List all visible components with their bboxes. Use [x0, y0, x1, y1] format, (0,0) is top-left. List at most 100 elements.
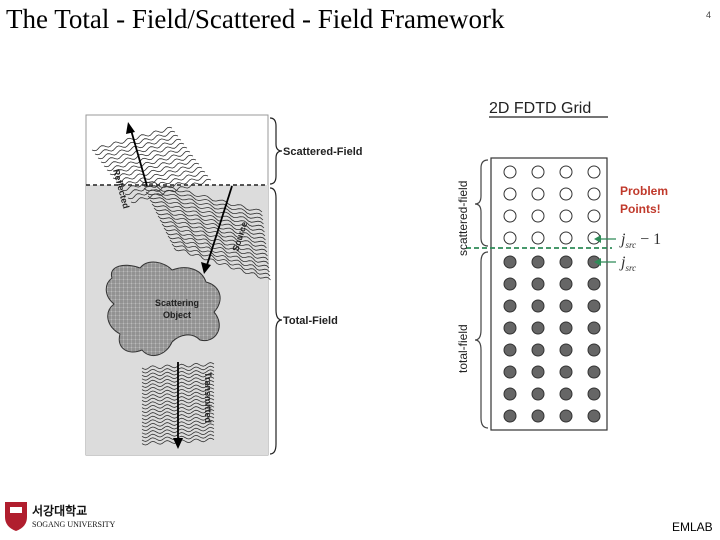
- total-field-grid-point: [559, 409, 573, 423]
- page-number: 4: [706, 10, 712, 20]
- emlab-footer: EMLAB: [672, 520, 713, 534]
- total-field-grid-point: [503, 365, 517, 379]
- total-field-grid-point: [503, 255, 517, 269]
- scattered-field-grid-point: [587, 165, 601, 179]
- source-wave-front: [151, 203, 266, 237]
- sogang-logo: 서강대학교 SOGANG UNIVERSITY: [5, 502, 116, 531]
- total-field-grid-point: [559, 255, 573, 269]
- lower-point-arrow: [594, 258, 616, 266]
- source-wave-front: [153, 207, 266, 241]
- transmitted-arrow: [173, 362, 183, 449]
- reflected-wave-front: [100, 138, 182, 164]
- source-wave-front: [165, 231, 269, 265]
- total-field-grid-point: [559, 343, 573, 357]
- total-field-grid-point: [531, 321, 545, 335]
- total-field-brace: [269, 187, 283, 455]
- reflected-waves: [91, 126, 212, 204]
- source-wave-front: [141, 183, 263, 217]
- scattered-field-grid-point: [531, 231, 545, 245]
- total-field-grid-point: [503, 299, 517, 313]
- reflected-arrow: [126, 122, 148, 187]
- total-field-grid-point: [531, 299, 545, 313]
- source-wave-front: [149, 199, 265, 233]
- grid-points: [503, 165, 601, 423]
- total-field-grid-point: [587, 409, 601, 423]
- scattered-field-label: Scattered-Field: [283, 146, 362, 158]
- problem-points-line2: Points!: [620, 202, 661, 216]
- reflected-wave-front: [130, 178, 212, 204]
- scattered-field-grid-point: [503, 187, 517, 201]
- reflected-wave-front: [97, 134, 179, 160]
- total-field-grid-point: [587, 365, 601, 379]
- scattered-field-grid-point: [559, 209, 573, 223]
- total-field-grid-point: [531, 255, 545, 269]
- scattered-field-grid-point: [531, 165, 545, 179]
- total-field-grid-point: [587, 343, 601, 357]
- scattered-field-brace: [269, 117, 283, 185]
- total-field-grid-point: [559, 365, 573, 379]
- scattered-field-grid-point: [503, 165, 517, 179]
- source-wave-front: [155, 211, 267, 245]
- scattered-field-grid-point: [503, 209, 517, 223]
- scattered-field-grid-point: [559, 165, 573, 179]
- logo-korean-name: 서강대학교: [32, 503, 87, 518]
- total-field-grid-point: [531, 409, 545, 423]
- reflected-wave-front: [109, 150, 191, 176]
- reflected-wave-front: [127, 174, 209, 200]
- total-field-grid-point: [503, 409, 517, 423]
- source-waves: [139, 179, 271, 281]
- scattered-field-grid-point: [587, 209, 601, 223]
- upper-point-label: jsrc − 1: [619, 231, 661, 250]
- source-wave-front: [173, 247, 271, 281]
- source-wave-front: [157, 215, 267, 249]
- total-field-grid-point: [559, 387, 573, 401]
- source-wave-front: [159, 219, 268, 253]
- total-field-grid-point: [587, 321, 601, 335]
- source-wave-front: [167, 235, 270, 269]
- tfsf-diagram: Scattering Object Reflected Source Trans…: [85, 114, 362, 456]
- fdtd-grid-diagram: 2D FDTD Grid scattered-field total-field…: [456, 100, 668, 431]
- total-field-grid-point: [587, 277, 601, 291]
- total-field-grid-point: [503, 387, 517, 401]
- total-field-grid-point: [503, 321, 517, 335]
- scattered-field-grid-point: [503, 231, 517, 245]
- total-field-grid-point: [531, 387, 545, 401]
- scattering-object: [105, 261, 221, 357]
- scattered-field-grid-point: [559, 231, 573, 245]
- source-wave-front: [171, 243, 271, 277]
- source-wave-front: [169, 239, 270, 273]
- grid-frame: [490, 157, 608, 431]
- reflected-wave-front: [112, 154, 194, 180]
- university-crest-icon: [5, 502, 27, 531]
- total-field-grid-point: [531, 343, 545, 357]
- scattered-field-grid-point: [531, 209, 545, 223]
- problem-points-line1: Problem: [620, 184, 668, 198]
- scattered-field-grid-point: [531, 187, 545, 201]
- object-label-line2: Object: [163, 310, 191, 320]
- source-wave-front: [147, 195, 265, 229]
- grid-total-brace: [474, 251, 489, 429]
- grid-scattered-brace: [474, 159, 489, 247]
- total-field-grid-point: [531, 365, 545, 379]
- total-field-grid-point: [531, 277, 545, 291]
- crest-book-icon: [10, 507, 22, 513]
- reflected-wave-front: [103, 142, 185, 168]
- upper-point-arrow: [594, 235, 616, 243]
- lower-point-label: jsrc: [619, 254, 636, 273]
- grid-title: 2D FDTD Grid: [489, 100, 591, 117]
- grid-scattered-field-label: scattered-field: [456, 181, 470, 256]
- reflected-wave-front: [121, 166, 203, 192]
- object-label-line1: Scattering: [155, 298, 199, 308]
- total-field-grid-point: [503, 277, 517, 291]
- total-field-grid-point: [559, 321, 573, 335]
- source-wave-front: [145, 191, 264, 225]
- slide-title: The Total - Field/Scattered - Field Fram…: [6, 4, 505, 34]
- source-wave-front: [139, 179, 263, 213]
- logo-english-name: SOGANG UNIVERSITY: [32, 520, 116, 529]
- reflected-wave-front: [115, 158, 197, 184]
- reflected-wave-front: [124, 170, 206, 196]
- reflected-wave-front: [106, 146, 188, 172]
- scattered-field-grid-point: [587, 187, 601, 201]
- transmitted-label: Transmitted: [203, 372, 213, 423]
